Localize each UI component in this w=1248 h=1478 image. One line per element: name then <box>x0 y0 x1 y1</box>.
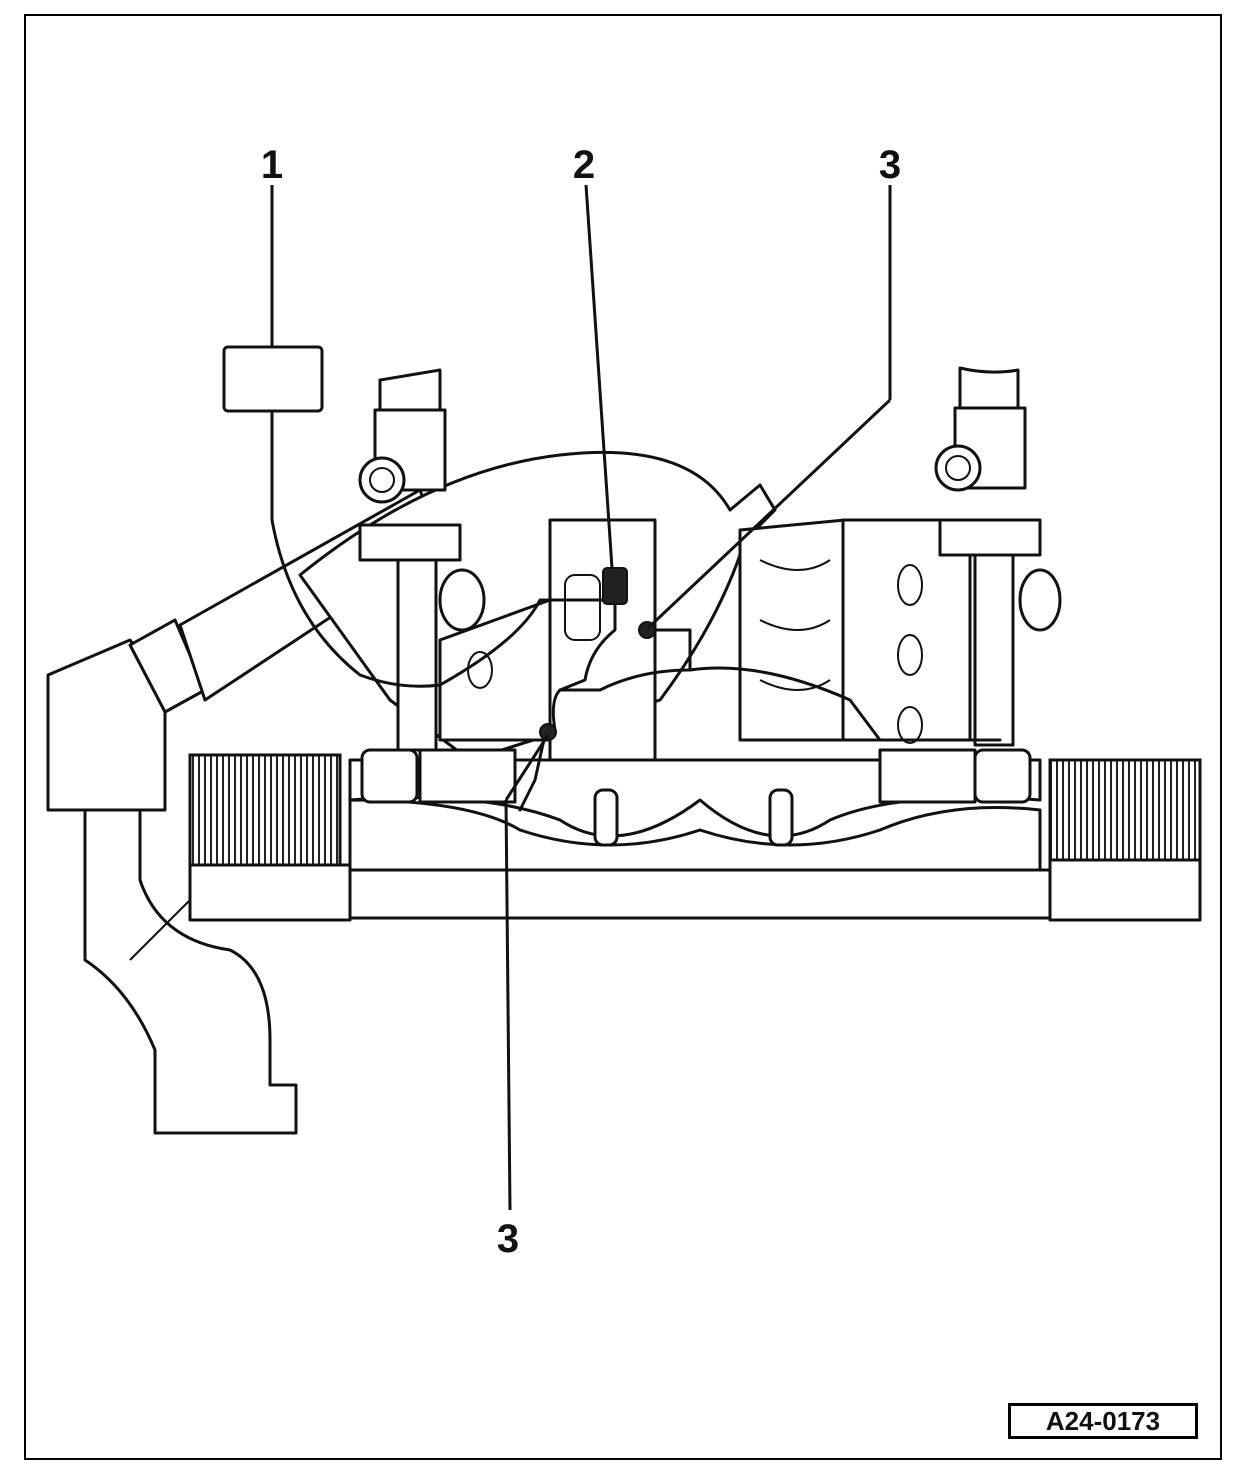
callout-1-label: 1 <box>261 143 283 187</box>
wiring-harness <box>270 409 1002 812</box>
callout-3-label-top: 3 <box>879 143 901 187</box>
sensor-connector <box>602 567 628 605</box>
callout-2-label: 2 <box>573 143 595 187</box>
control-unit-box <box>222 345 324 413</box>
left-cylinder-base <box>188 863 352 922</box>
right-injector-column <box>934 366 1062 747</box>
right-cylinder-base <box>1048 858 1202 922</box>
left-cylinder-fins <box>188 753 342 867</box>
left-injector-column <box>358 368 486 752</box>
reference-code: A24-0173 <box>1008 1403 1198 1439</box>
diagram-frame <box>24 14 1222 1460</box>
callout-leaders <box>270 184 892 1211</box>
lower-manifold <box>198 748 1202 920</box>
ground-point-lower <box>539 723 557 741</box>
callout-3-label-bottom: 3 <box>497 1217 519 1261</box>
right-cylinder-fins <box>1048 758 1202 862</box>
